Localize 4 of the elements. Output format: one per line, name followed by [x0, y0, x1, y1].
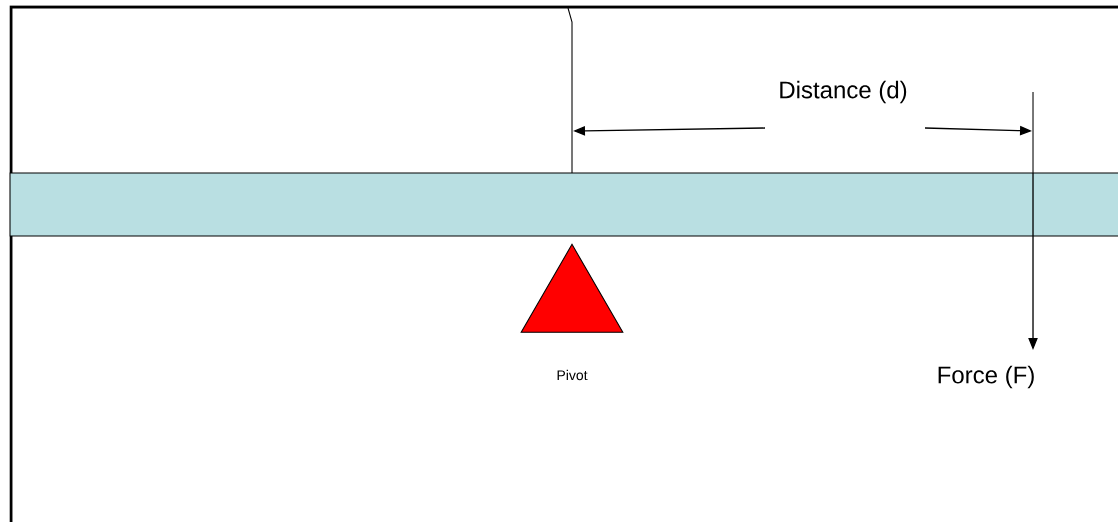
pivot-triangle — [520, 243, 624, 333]
pivot-label: Pivot — [557, 369, 588, 381]
dimension-label: Distance (d) — [780, 80, 907, 104]
force-label: Force (F) — [938, 365, 1034, 389]
